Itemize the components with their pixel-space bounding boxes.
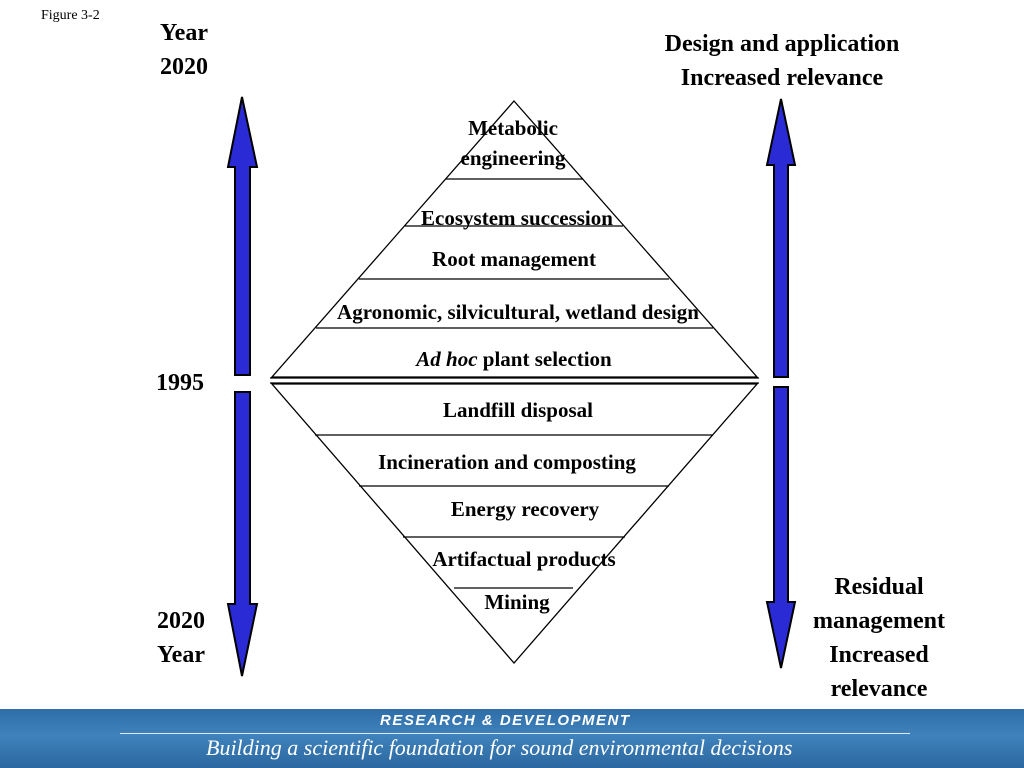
right-top-label: Design and application Increased relevan…	[642, 27, 922, 95]
level-ecosystem-succession: Ecosystem succession	[421, 206, 613, 230]
level-label-line: Metabolic	[468, 116, 558, 140]
diamond-diagram	[226, 96, 797, 677]
right-bottom-label-line1: Residual	[834, 574, 924, 600]
level-italic-part: Ad hoc	[416, 347, 478, 371]
level-landfill-disposal: Landfill disposal	[443, 398, 593, 422]
left-middle-label: 1995	[156, 370, 204, 396]
level-mining: Mining	[484, 590, 550, 614]
right-top-label-line2: Increased relevance	[680, 65, 884, 91]
right-bottom-label-line3: Increased	[829, 642, 929, 668]
right-bottom-label-line2: management	[813, 608, 945, 634]
level-incineration-composting: Incineration and composting	[378, 450, 636, 474]
figure-label: Figure 3-2	[41, 8, 100, 23]
level-root-management: Root management	[432, 247, 596, 271]
right-up-arrow	[765, 98, 797, 378]
right-bottom-label: Residual management Increased relevance	[796, 570, 962, 706]
level-ad-hoc-plant-selection: Ad hoc plant selection	[416, 344, 611, 374]
left-top-label-line1: Year	[160, 20, 208, 46]
left-top-label-line2: 2020	[160, 54, 208, 80]
banner-heading: RESEARCH & DEVELOPMENT	[380, 712, 631, 729]
upper-triangle	[270, 100, 759, 378]
level-artifactual-products: Artifactual products	[432, 547, 616, 571]
left-up-arrow	[226, 96, 259, 376]
level-agronomic-design: Agronomic, silvicultural, wetland design	[337, 300, 699, 324]
banner-subtitle: Building a scientific foundation for sou…	[206, 735, 793, 760]
left-bottom-label: 2020 Year	[157, 604, 205, 672]
level-energy-recovery: Energy recovery	[450, 497, 600, 521]
left-top-label: Year 2020	[160, 16, 208, 84]
right-top-label-line1: Design and application	[664, 31, 900, 57]
footer-banner: RESEARCH & DEVELOPMENT Building a scient…	[0, 709, 1024, 768]
left-bottom-label-line1: 2020	[157, 608, 205, 634]
right-down-arrow	[765, 386, 797, 669]
level-metabolic-engineering: Metabolic engineering	[461, 113, 566, 173]
right-bottom-label-line4: relevance	[830, 676, 928, 702]
lower-triangle	[270, 383, 759, 664]
left-down-arrow	[226, 391, 259, 677]
level-label-line: engineering	[460, 146, 566, 170]
banner-divider	[120, 733, 910, 734]
level-label-text: plant selection	[477, 347, 612, 371]
left-bottom-label-line2: Year	[157, 642, 205, 668]
